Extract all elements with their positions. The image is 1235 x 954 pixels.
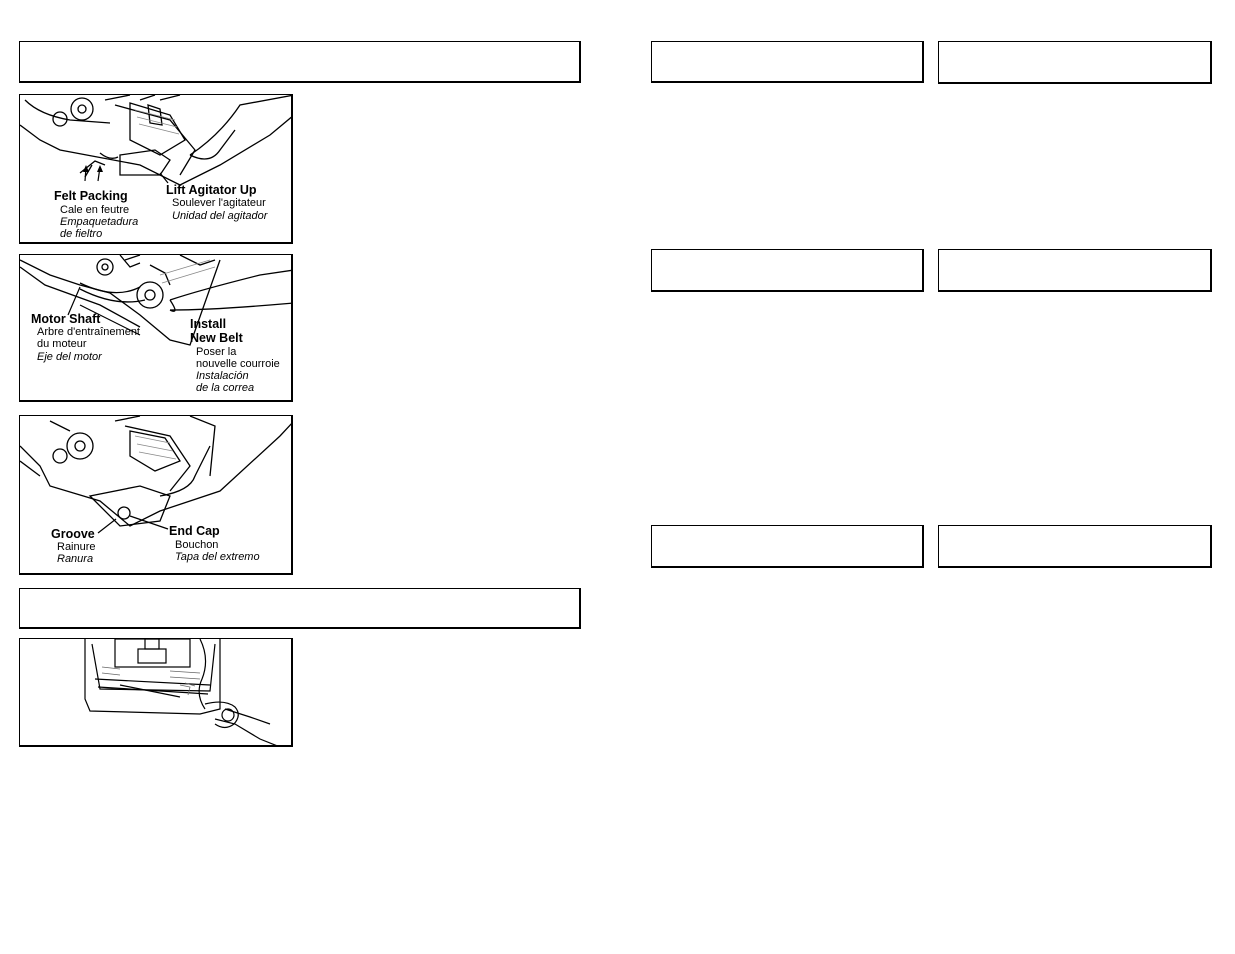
header-box-right-4 [938,249,1212,292]
section-header-box-top-left [19,41,581,83]
figure-install-belt: Motor Shaft Arbre d'entraînement du mote… [19,254,293,402]
install-belt-label-fr-1: Poser la [196,346,237,358]
motor-shaft-label: Motor Shaft [31,312,101,326]
figure-lift-agitator: Felt Packing Cale en feutre Empaquetadur… [19,94,293,244]
felt-packing-label-es-1: Empaquetadura [60,216,139,228]
motor-shaft-label-fr-2: du moteur [37,338,87,350]
install-belt-label-es-2: de la correa [196,382,255,394]
end-cap-label-es: Tapa del extremo [175,551,260,563]
lift-agitator-label: Lift Agitator Up [166,183,257,197]
figure-end-cap: Groove Rainure Ranura End Cap Bouchon Ta… [19,415,293,575]
header-box-right-3 [651,249,924,292]
section-header-box-mid-left [19,588,581,629]
install-belt-label-2: New Belt [190,331,243,345]
header-box-right-6 [938,525,1212,568]
motor-shaft-label-es: Eje del motor [37,351,102,363]
install-belt-label-1: Install [190,317,227,331]
install-belt-label-es-1: Instalación [196,370,249,382]
felt-packing-label-fr: Cale en feutre [60,204,130,216]
header-box-right-1 [651,41,924,83]
lift-agitator-label-es: Unidad del agitador [172,210,268,222]
install-belt-illustration [20,255,291,346]
end-cap-label: End Cap [169,524,220,538]
lift-agitator-label-fr: Soulever l'agitateur [172,197,266,209]
felt-packing-label: Felt Packing [54,189,128,203]
groove-label-fr: Rainure [57,541,96,553]
install-belt-label-fr-2: nouvelle courroie [196,358,280,370]
end-cap-label-fr: Bouchon [175,539,219,551]
figure-underside-cleaning [19,638,293,747]
underside-illustration [84,639,277,745]
header-box-right-2 [938,41,1212,84]
motor-shaft-label-fr-1: Arbre d'entraînement [37,326,140,338]
felt-packing-label-es-2: de fieltro [60,228,103,240]
groove-label: Groove [51,527,95,541]
end-cap-illustration [20,416,291,534]
header-box-right-5 [651,525,924,568]
lift-agitator-illustration [20,95,291,186]
groove-label-es: Ranura [57,553,94,565]
